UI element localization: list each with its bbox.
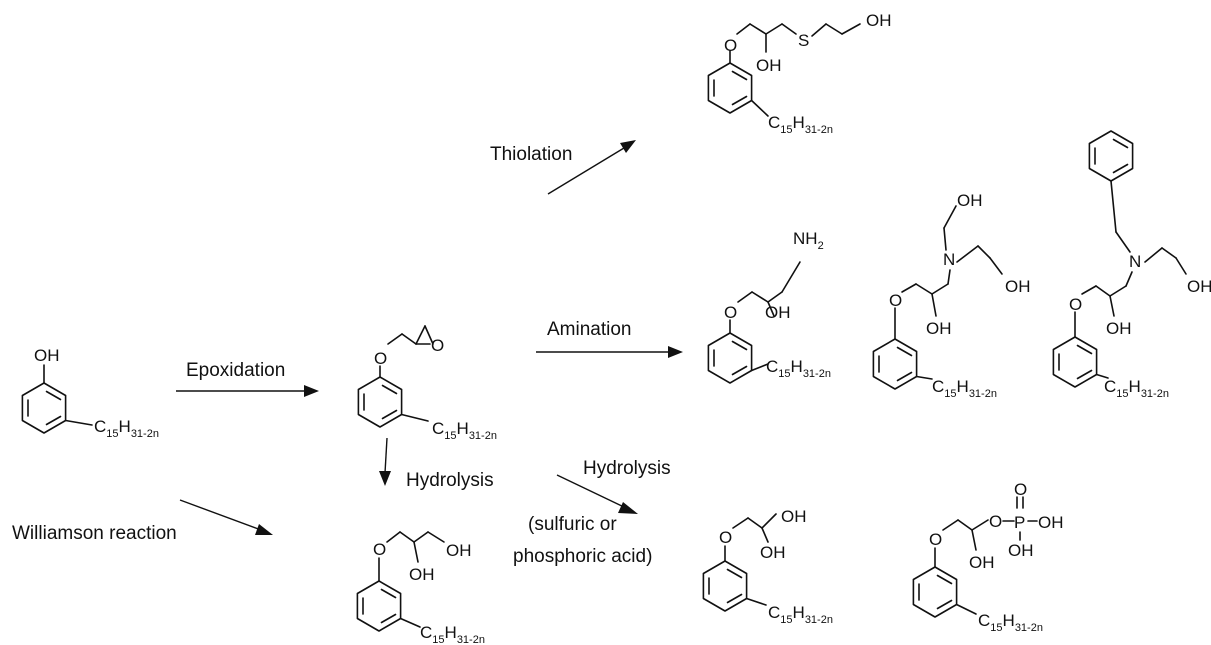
label-epoxidation: Epoxidation [186,360,285,381]
atom-oh: OH [756,56,782,75]
arrowhead-thiolation [620,140,636,153]
substituent-label: C15H31-2n [768,603,833,626]
label-williamson: Williamson reaction [12,523,177,544]
atom-o: O [724,36,737,55]
atom-oh: OH [1038,513,1064,532]
atom-oh: OH [1106,319,1132,338]
atom-o: O [373,540,386,559]
atom-oh: OH [781,507,807,526]
atom-n: N [1129,252,1141,271]
substituent-label: C15H31-2n [1104,377,1169,400]
molecule-gem-diol: O OH OH C15H31-2n [702,507,833,626]
substituent-label: C15H31-2n [978,611,1043,634]
atom-o: O [889,291,902,310]
substituent-label: C15H31-2n [432,419,497,442]
arrowhead-hydrolysis-diag [618,502,638,514]
atom-o: O [431,336,444,355]
arrow-thiolation [547,147,625,195]
atom-o: O [1014,480,1027,499]
atom-oh: OH [866,11,892,30]
atom-oh: OH [760,543,786,562]
atom-o: O [1069,295,1082,314]
label-amination: Amination [547,319,632,340]
arrow-williamson [179,499,262,531]
molecule-amine-benzyl: O OH N OH C15H31-2n [1052,130,1211,400]
atom-nh2: NH2 [793,229,824,252]
arrowhead-epoxidation [304,385,319,397]
reaction-labels: Thiolation Amination Epoxidation Hydroly… [12,144,671,567]
label-thiolation: Thiolation [490,144,572,165]
molecule-thiolation-product: O OH S OH C15H31-2n [707,11,892,136]
substituent-label: C15H31-2n [768,113,833,136]
molecule-epoxide: O O C15H31-2n [357,325,497,442]
atom-o: O [719,528,732,547]
arrowhead-hydrolysis-down [379,471,391,486]
arrow-hydrolysis-down [384,437,388,474]
arrow-hydrolysis-diag [556,474,627,509]
atom-s: S [798,31,809,50]
molecule-cardanol: OH C15H31-2n [21,346,159,440]
atom-oh: OH [969,553,995,572]
atom-oh: OH [446,541,472,560]
reaction-arrows [176,140,683,535]
molecule-diol: O OH OH C15H31-2n [356,531,485,645]
atom-n: N [943,250,955,269]
atom-oh: OH [1005,277,1031,296]
substituent-label: C15H31-2n [420,623,485,645]
label-acid-condition-2: phosphoric acid) [513,546,652,567]
atom-o: O [989,512,1002,531]
arrowhead-williamson [255,524,273,535]
molecule-amine-diethanol: O OH N OH OH C15H31-2n [872,191,1031,400]
substituent-label: C15H31-2n [932,377,997,400]
substituent-label: C15H31-2n [766,357,831,380]
atom-oh: OH [409,565,435,584]
atom-oh: OH [34,346,60,365]
atom-o: O [374,349,387,368]
label-acid-condition-1: (sulfuric or [528,514,617,535]
molecule-phosphate: O OH O P O OH OH C15H31-2n [912,480,1064,634]
atom-oh: OH [957,191,983,210]
atom-oh: OH [765,303,791,322]
atom-oh: OH [926,319,952,338]
atom-oh: OH [1008,541,1034,560]
atom-o: O [724,303,737,322]
atom-o: O [929,530,942,549]
atom-oh-cut: OH [1187,277,1211,296]
label-hydrolysis-diag: Hydrolysis [583,458,671,479]
atom-p: P [1014,513,1025,532]
arrowhead-amination [668,346,683,358]
molecule-amine-primary: O OH NH2 C15H31-2n [707,229,831,384]
substituent-label: C15H31-2n [94,417,159,440]
label-hydrolysis-down: Hydrolysis [406,470,494,491]
